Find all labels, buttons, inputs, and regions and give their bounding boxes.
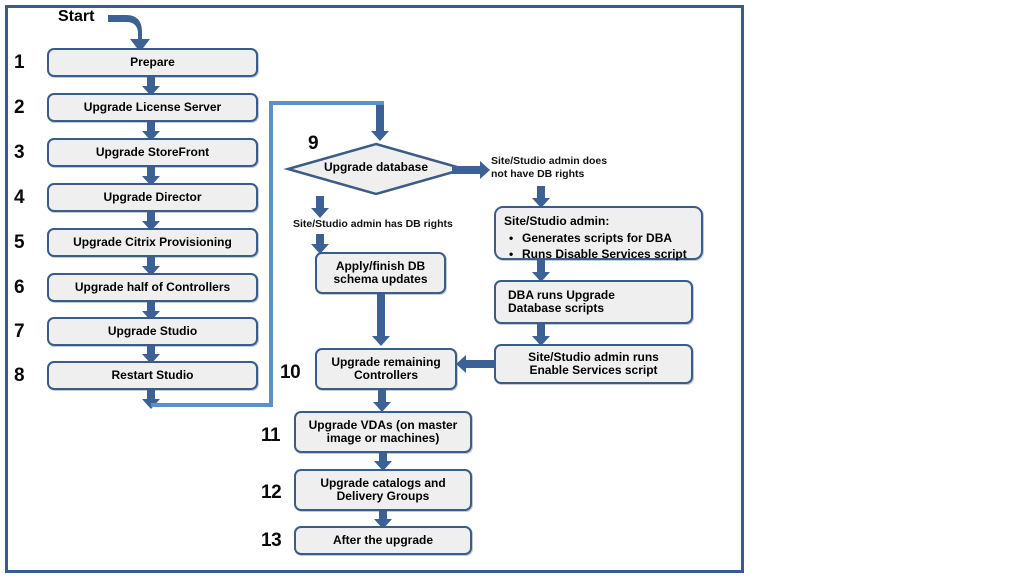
box-enable-services-script[interactable]: Site/Studio admin runs Enable Services s…: [494, 344, 693, 384]
arrow-1-to-2: [141, 77, 161, 96]
step-number-9: 9: [308, 133, 319, 154]
step-number-3: 3: [14, 142, 25, 163]
arrow-enable-to-10: [456, 354, 496, 374]
arrow-11-to-12: [373, 453, 393, 471]
arrow-decision-no: [452, 160, 490, 180]
box-dba-runs-upgrade-scripts-label: DBA runs Upgrade Database scripts: [508, 287, 615, 315]
label-no-db-rights: Site/Studio admin does not have DB right…: [491, 155, 608, 181]
box-site-studio-admin-tasks[interactable]: Site/Studio admin: Generates scripts for…: [494, 206, 703, 263]
admin-tasks-bullet-list: Generates scripts for DBA Runs Disable S…: [504, 231, 693, 263]
start-curved-arrow: [108, 15, 150, 52]
box-upgrade-studio-label: Upgrade Studio: [107, 323, 198, 338]
decision-label: Upgrade database: [323, 160, 429, 174]
arrow-no-to-admin-tasks: [531, 186, 551, 208]
box-upgrade-storefront-label: Upgrade StoreFront: [95, 144, 210, 159]
arrow-dba-to-enable: [531, 324, 551, 346]
arrow-10-to-11: [372, 390, 392, 412]
box-upgrade-studio[interactable]: Upgrade Studio: [47, 317, 258, 346]
box-upgrade-half-controllers-label: Upgrade half of Controllers: [74, 279, 231, 294]
arrow-3-to-4: [141, 167, 161, 186]
box-upgrade-citrix-provisioning-label: Upgrade Citrix Provisioning: [73, 234, 232, 249]
start-label: Start: [58, 8, 95, 25]
box-after-the-upgrade[interactable]: After the upgrade: [294, 526, 472, 555]
decision-upgrade-database[interactable]: [283, 141, 469, 197]
step-number-8: 8: [14, 365, 25, 386]
arrow-admin-to-dba: [531, 260, 551, 282]
box-dba-runs-upgrade-scripts[interactable]: DBA runs Upgrade Database scripts: [494, 280, 693, 324]
step-number-12: 12: [261, 482, 282, 503]
arrow-7-to-8: [141, 346, 161, 364]
arrow-apply-to-10: [371, 294, 391, 346]
step-number-2: 2: [14, 97, 25, 118]
box-upgrade-vdas[interactable]: Upgrade VDAs (on master image or machine…: [294, 411, 472, 453]
box-enable-services-script-label: Site/Studio admin runs Enable Services s…: [528, 349, 659, 377]
step-number-7: 7: [14, 321, 25, 342]
admin-task-bullet: Runs Disable Services script: [509, 247, 693, 263]
box-upgrade-catalogs-label: Upgrade catalogs and Delivery Groups: [320, 475, 446, 503]
step-number-1: 1: [14, 52, 25, 73]
step-number-4: 4: [14, 187, 25, 208]
label-has-db-rights: Site/Studio admin has DB rights: [293, 218, 453, 230]
box-upgrade-license-server[interactable]: Upgrade License Server: [47, 93, 258, 122]
route-top-horizontal: [269, 101, 384, 105]
box-apply-db-schema-label: Apply/finish DB schema updates: [333, 258, 428, 286]
arrow-4-to-5: [141, 212, 161, 231]
arrow-decision-yes: [310, 196, 330, 218]
arrow-into-decision: [370, 105, 390, 141]
box-restart-studio-label: Restart Studio: [111, 367, 194, 382]
box-upgrade-license-server-label: Upgrade License Server: [83, 99, 222, 114]
arrow-12-to-13: [373, 511, 393, 529]
arrow-6-to-7: [141, 302, 161, 321]
step-number-11: 11: [261, 425, 281, 446]
arrow-yes-to-apply-db: [310, 234, 330, 254]
arrow-5-to-6: [141, 257, 161, 276]
admin-tasks-heading: Site/Studio admin:: [504, 214, 610, 228]
step-number-5: 5: [14, 232, 25, 253]
arrow-2-to-3: [141, 122, 161, 141]
box-upgrade-remaining-controllers-label: Upgrade remaining Controllers: [331, 354, 441, 382]
box-upgrade-catalogs[interactable]: Upgrade catalogs and Delivery Groups: [294, 469, 472, 511]
route-bottom-horizontal: [151, 403, 273, 407]
box-upgrade-storefront[interactable]: Upgrade StoreFront: [47, 138, 258, 167]
box-restart-studio[interactable]: Restart Studio: [47, 361, 258, 390]
admin-task-bullet: Generates scripts for DBA: [509, 231, 693, 247]
box-apply-db-schema[interactable]: Apply/finish DB schema updates: [315, 252, 446, 294]
box-upgrade-remaining-controllers[interactable]: Upgrade remaining Controllers: [315, 348, 457, 390]
box-upgrade-half-controllers[interactable]: Upgrade half of Controllers: [47, 273, 258, 302]
step-number-6: 6: [14, 277, 25, 298]
route-left-vertical: [269, 101, 273, 407]
box-upgrade-director-label: Upgrade Director: [103, 189, 202, 204]
box-upgrade-vdas-label: Upgrade VDAs (on master image or machine…: [308, 417, 458, 445]
box-prepare[interactable]: Prepare: [47, 48, 258, 77]
box-upgrade-director[interactable]: Upgrade Director: [47, 183, 258, 212]
box-upgrade-citrix-provisioning[interactable]: Upgrade Citrix Provisioning: [47, 228, 258, 257]
box-after-the-upgrade-label: After the upgrade: [332, 532, 433, 547]
step-number-13: 13: [261, 530, 282, 551]
step-number-10: 10: [280, 362, 301, 383]
box-prepare-label: Prepare: [130, 54, 175, 69]
